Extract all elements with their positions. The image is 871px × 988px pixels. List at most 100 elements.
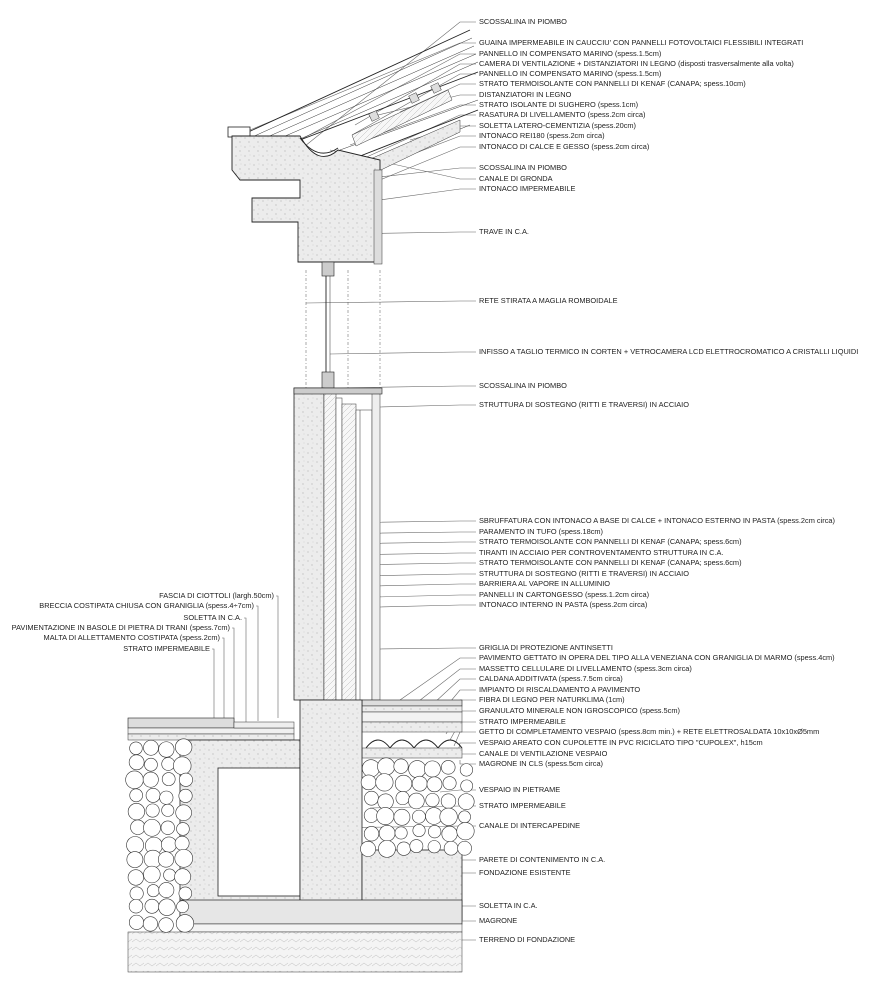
stone [376,807,395,826]
stone [364,790,379,806]
annotation-label: STRUTTURA DI SOSTEGNO (RITTI E TRAVERSI)… [479,569,689,578]
stone [440,793,457,809]
stone [128,754,145,771]
stone [142,771,159,788]
annotation-label: STRATO TERMOISOLANTE CON PANNELLI DI KEN… [479,537,742,546]
leader-line [379,188,476,201]
leader-line [222,637,225,730]
annotation-label: INFISSO A TAGLIO TERMICO IN CORTEN + VET… [479,347,858,356]
stone [424,760,441,778]
annotation-label: STRATO TERMOISOLANTE CON PANNELLI DI KEN… [479,79,746,88]
annotation-label: PARETE DI CONTENIMENTO IN C.A. [479,855,605,864]
annotation-label: GUAINA IMPERMEABILE IN CAUCCIU' CON PANN… [479,38,803,47]
stone [175,914,195,933]
leader-line [409,668,476,709]
stone [394,774,413,793]
stone [412,809,426,824]
stone-fill-outer [125,738,195,933]
annotation-label: FONDAZIONE ESISTENTE [479,868,571,877]
leader-line [354,63,476,126]
annotation-label: RASATURA DI LIVELLAMENTO (spess.2cm circ… [479,110,645,119]
annotation-label: PANNELLI IN CARTONGESSO (spess.1.2cm cir… [479,590,649,599]
stone [460,779,474,793]
leader-line [351,73,476,136]
stone [457,793,475,810]
stone [143,818,161,837]
stone [396,841,411,856]
stone [125,770,144,789]
stone [144,757,158,772]
stone [442,776,457,791]
stone [441,760,456,775]
annotation-label: CAMERA DI VENTILAZIONE + DISTANZIATORI I… [479,59,794,68]
annotation-label: PANNELLO IN COMPENSATO MARINO (spess.1.5… [479,69,661,78]
leader-line [232,627,235,727]
stone [458,810,471,824]
annotation-label: CANALE DI INTERCAPEDINE [479,821,580,830]
annotation-label: MALTA DI ALLETTAMENTO COSTIPATA (spess.2… [44,633,220,642]
annotation-label: STRATO IMPERMEABILE [123,644,210,653]
leader-line [305,300,476,304]
stone [129,741,143,755]
annotation-label: PANNELLO IN COMPENSATO MARINO (spess.1.5… [479,49,661,58]
annotation-label: CANALE DI VENTILAZIONE VESPAIO [479,749,608,758]
leader-line [361,573,476,577]
leader-line [299,53,476,141]
leader-line [379,604,476,608]
stone [443,840,459,856]
stone [174,868,192,886]
stone [457,840,472,856]
stone [163,868,176,882]
stone [126,836,144,854]
stone [145,803,160,818]
leader-line [349,562,476,566]
stone [158,882,175,898]
annotation-label: INTONACO REI180 (spess.2cm circa) [479,131,605,140]
annotation-label: CANALE DI GRONDA [479,174,553,183]
annotation-label: INTONACO INTERNO IN PASTA (spess.2cm cir… [479,600,647,609]
stone [144,898,160,914]
leader-line [375,594,476,598]
stone [129,788,143,803]
annotation-label: VESPAIO IN PIETRAME [479,785,560,794]
stone [157,851,175,868]
annotation-label: SBRUFFATURA CON INTONACO A BASE DI CALCE… [479,516,835,525]
annotation-label: GRIGLIA DI PROTEZIONE ANTINSETTI [479,643,613,652]
annotation-label: STRATO ISOLANTE DI SUGHERO (spess.1cm) [479,100,638,109]
annotation-label: MAGRONE IN CLS (spess.5cm circa) [479,759,603,768]
window-frame [305,261,381,389]
annotation-label: GETTO DI COMPLETAMENTO VESPAIO (spess.8c… [479,727,819,736]
leader-line [276,595,279,718]
stone [161,803,175,817]
stone [158,898,176,916]
stone [127,869,144,886]
stone [427,840,441,854]
stone [408,760,427,779]
stone [377,757,396,776]
annotation-label: MASSETTO CELLULARE DI LIVELLAMENTO (spes… [479,664,692,673]
stone [456,822,475,841]
floor-package [361,699,463,759]
stone [411,775,428,792]
annotation-label: STRUTTURA DI SOSTEGNO (RITTI E TRAVERSI)… [479,400,689,409]
annotation-label: INTONACO IMPERMEABILE [479,184,575,193]
stone [378,825,396,842]
stone [459,763,473,777]
stone [158,741,175,758]
leader-line [244,617,247,724]
leader-line [379,146,476,181]
stone [409,839,424,853]
stone [425,793,440,808]
annotation-label: TRAVE IN C.A. [479,227,529,236]
annotation-label: PARAMENTO IN TUFO (spess.18cm) [479,527,603,536]
stone [161,836,177,853]
annotation-label: SCOSSALINA IN PIOMBO [479,163,567,172]
annotation-label: FASCIA DI CIOTTOLI (largh.50cm) [159,591,274,600]
stone [412,824,426,838]
stone [174,738,193,756]
annotation-label: SOLETTA IN C.A. [183,613,242,622]
stone [393,758,409,774]
stone [161,772,176,786]
stone [439,807,458,826]
